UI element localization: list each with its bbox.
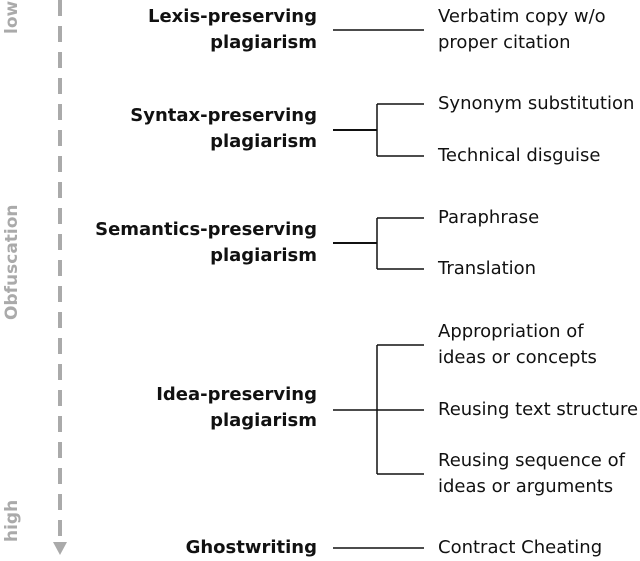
category-name-line1: Semantics-preserving [95,219,317,240]
category-name-line2: plagiarism [210,245,317,266]
leaf-line1: Synonym substitution [438,93,635,114]
leaf-line1: Verbatim copy w/o [438,6,606,27]
category-lexis-preserving: Lexis-preserving plagiarism [148,4,317,56]
category-name-line2: plagiarism [210,131,317,152]
leaf-contract-cheating: Contract Cheating [438,535,602,561]
leaf-line1: Reusing text structure [438,399,639,420]
leaf-appropriation-of-ideas: Appropriation of ideas or concepts [438,319,597,371]
category-name-line2: plagiarism [210,32,317,53]
leaf-line1: Paraphrase [438,207,540,228]
leaf-translation: Translation [438,256,536,282]
axis-high-label: high [2,499,22,542]
leaf-technical-disguise: Technical disguise [438,143,600,169]
category-idea-preserving: Idea-preserving plagiarism [156,382,317,434]
leaf-line1: Translation [438,258,537,279]
axis-low-label: low [2,0,22,34]
axis-obfuscation-label: Obfuscation [2,204,22,320]
category-name-line1: Syntax-preserving [130,105,317,126]
category-syntax-preserving: Syntax-preserving plagiarism [130,103,317,155]
leaf-line2: proper citation [438,32,571,53]
connector-idea [333,344,424,475]
leaf-reusing-text-structure: Reusing text structure [438,397,638,423]
leaf-line2: ideas or arguments [438,476,614,497]
leaf-line1: Reusing sequence of [438,450,625,471]
leaf-line2: ideas or concepts [438,347,597,368]
leaf-line1: Appropriation of [438,321,584,342]
category-semantics-preserving: Semantics-preserving plagiarism [95,217,317,269]
leaf-reusing-sequence: Reusing sequence of ideas or arguments [438,448,625,500]
leaf-paraphrase: Paraphrase [438,205,539,231]
category-ghostwriting: Ghostwriting [186,535,317,561]
leaf-verbatim-copy: Verbatim copy w/o proper citation [438,4,606,56]
category-name-line2: plagiarism [210,410,317,431]
leaf-synonym-substitution: Synonym substitution [438,91,634,117]
category-name-line1: Ghostwriting [185,537,317,558]
connector-syntax [333,103,424,157]
connector-semantics [333,217,424,270]
leaf-line1: Contract Cheating [438,537,603,558]
leaf-line1: Technical disguise [438,145,601,166]
category-name-line1: Idea-preserving [156,384,317,405]
obfuscation-arrowhead [53,542,67,555]
category-name-line1: Lexis-preserving [147,6,317,27]
